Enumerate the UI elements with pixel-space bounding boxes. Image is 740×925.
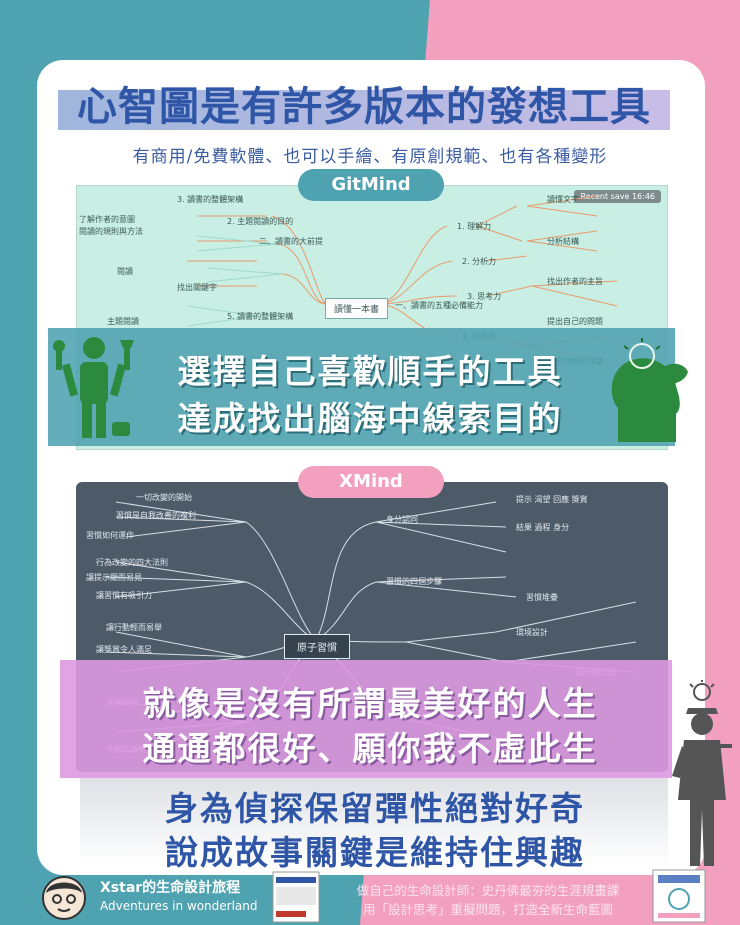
mind-node: 2. 分析力: [462, 257, 497, 266]
mind-node: 環境設計: [516, 628, 548, 637]
detective-figure-icon: [672, 680, 732, 866]
mind-node: 讓行動輕而易舉: [106, 623, 162, 632]
mind-node: 提示 渴望 回應 獎賞: [516, 495, 588, 504]
mind-node: 閱讀的規則與方法: [79, 227, 143, 236]
teal-line-1: 選擇自己喜歡順手的工具: [177, 352, 563, 391]
mind-node: 習慣堆疊: [526, 593, 558, 602]
closing-message-box: [80, 778, 668, 866]
book-cover-right: [652, 869, 706, 923]
mind-node: 找出關鍵字: [177, 283, 217, 292]
xmind-root-node: 原子習慣: [284, 634, 350, 659]
mind-node: 結果 過程 身分: [516, 523, 570, 532]
worker-with-tools-icon: [53, 337, 134, 438]
recent-save-badge: Recent save 16:46: [574, 190, 661, 203]
xmind-label: XMind: [298, 466, 444, 498]
footer-brand: Xstar的生命設計旅程: [100, 880, 241, 896]
mind-node: 身分認同: [386, 515, 418, 524]
footer-tagline: Adventures in wonderland: [100, 899, 258, 913]
teal-message-banner: [48, 328, 675, 446]
mind-node: 5. 讀書的整體架構: [227, 312, 294, 321]
promo-line-2: 用「設計思考」重擬問題，打造全新生命藍圖: [362, 902, 613, 917]
page-subtitle: 有商用/免費軟體、也可以手繪、有原創規範、也有各種變形: [132, 147, 608, 167]
mind-node: 習慣是自我改善的複利: [116, 511, 196, 520]
mind-node: 主題閱讀: [107, 317, 139, 326]
mind-node: 一切改變的開始: [136, 493, 192, 502]
mind-node: 閱讀: [117, 267, 133, 276]
thinking-head-icon: [611, 338, 688, 442]
mind-node: 讓獎賞令人滿足: [96, 645, 152, 654]
gitmind-label: GitMind: [298, 169, 444, 201]
mind-node: 1. 理解力: [457, 222, 492, 231]
pink-message-banner: [60, 660, 672, 778]
closing-line-2: 說成故事關鍵是維持住興趣: [165, 833, 585, 872]
pink-line-2: 通通都很好、願你我不虛此生: [142, 729, 598, 768]
mind-node: 二、讀書的大前提: [259, 237, 323, 246]
mind-node: 習慣的四個步驟: [386, 577, 442, 586]
promo-line-1: 做自己的生命設計師：史丹佛最夯的生涯規畫課: [356, 883, 620, 898]
mind-node: 了解作者的意圖: [79, 215, 135, 224]
mind-node: 讓提示顯而易見: [86, 573, 142, 582]
mind-node: 行為改變的四大法則: [96, 558, 168, 567]
teal-line-2: 達成找出腦海中線索目的: [177, 399, 563, 438]
page-title: 心智圖是有許多版本的發想工具: [77, 84, 651, 130]
book-cover-left: [272, 871, 320, 923]
title-highlight: [58, 90, 670, 130]
mind-node: 習慣如何運作: [86, 531, 134, 540]
mind-node: 讀懂文字: [547, 195, 579, 204]
mind-node: 3. 思考力: [467, 292, 502, 301]
mind-node: 提出自己的問題: [547, 317, 603, 326]
gitmind-root-node: 讀懂一本書: [325, 298, 389, 319]
mind-node: 讓習慣有吸引力: [96, 591, 152, 600]
mind-node: 2. 主題閱讀的目的: [227, 217, 294, 226]
avatar: [42, 876, 86, 920]
mind-node: 3. 讀書的整體架構: [177, 195, 244, 204]
mind-node: 找出作者的主旨: [547, 277, 603, 286]
pink-line-1: 就像是沒有所謂最美好的人生: [142, 684, 598, 723]
closing-line-1: 身為偵探保留彈性絕對好奇: [165, 789, 585, 828]
mind-node: 一、讀書的五種必備能力: [395, 301, 483, 310]
mind-node: 分析結構: [547, 237, 579, 246]
